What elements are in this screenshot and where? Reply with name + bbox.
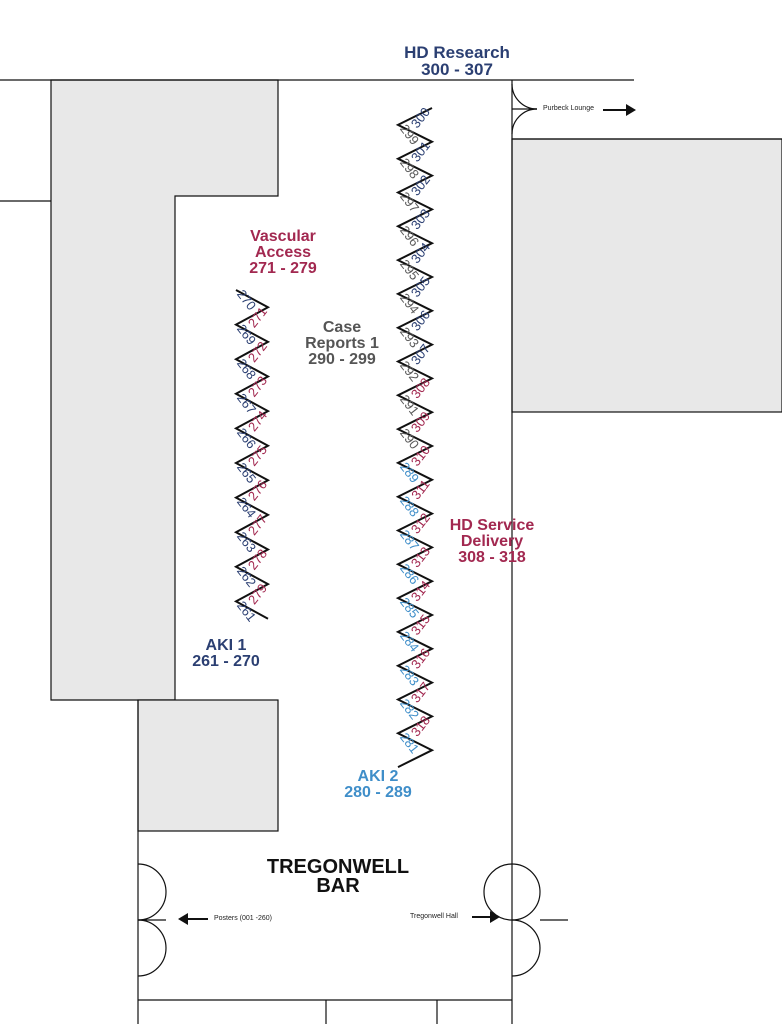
tregonwell-bar-line2: BAR <box>316 875 360 897</box>
label-hd-research: HD Research 300 - 307 <box>392 44 522 78</box>
direction-posters[interactable]: Posters (001 -260) <box>214 915 272 922</box>
label-case-reports: Case Reports 1 290 - 299 <box>294 320 390 368</box>
aki1-title: AKI 1 <box>205 637 247 654</box>
room-block-left-lower <box>137 699 279 832</box>
tregonwell-bar-line1: TREGONWELL <box>266 856 410 878</box>
aki1-range: 261 - 270 <box>192 653 260 670</box>
label-vascular-access: Vascular Access 271 - 279 <box>228 229 338 277</box>
case-reports-line2: Reports 1 <box>305 335 379 352</box>
direction-purbeck-lounge[interactable]: Purbeck Lounge <box>543 105 594 112</box>
label-aki1: AKI 1 261 - 270 <box>176 638 276 670</box>
room-title-tregonwell-bar: TREGONWELL BAR <box>248 856 428 897</box>
arrow-left-icon <box>178 913 208 925</box>
room-block-right <box>511 138 782 413</box>
arrow-right-icon <box>603 104 636 116</box>
arrow-right-icon <box>472 911 500 923</box>
direction-tregonwell-hall[interactable]: Tregonwell Hall <box>410 913 458 920</box>
door-purbeck <box>511 83 538 135</box>
vascular-access-line1: Vascular <box>250 228 316 245</box>
case-reports-range: 290 - 299 <box>308 351 376 368</box>
hd-service-line1: HD Service <box>449 517 535 534</box>
label-hd-service-delivery: HD Service Delivery 308 - 318 <box>436 518 548 566</box>
hd-research-title: HD Research <box>404 43 510 62</box>
hd-service-line2: Delivery <box>460 533 524 550</box>
label-aki2: AKI 2 280 - 289 <box>330 769 426 801</box>
hd-service-range: 308 - 318 <box>458 549 526 566</box>
vascular-access-range: 271 - 279 <box>249 260 317 277</box>
door-posters <box>137 863 167 977</box>
door-tregonwell-hall <box>483 863 568 977</box>
aki2-title: AKI 2 <box>357 768 399 785</box>
poster-board-zigzag <box>395 107 435 768</box>
poster-board-zigzag <box>233 289 271 620</box>
case-reports-line1: Case <box>322 319 362 336</box>
aki2-range: 280 - 289 <box>344 784 412 801</box>
hd-research-range: 300 - 307 <box>421 60 493 79</box>
vascular-access-line2: Access <box>254 244 312 261</box>
